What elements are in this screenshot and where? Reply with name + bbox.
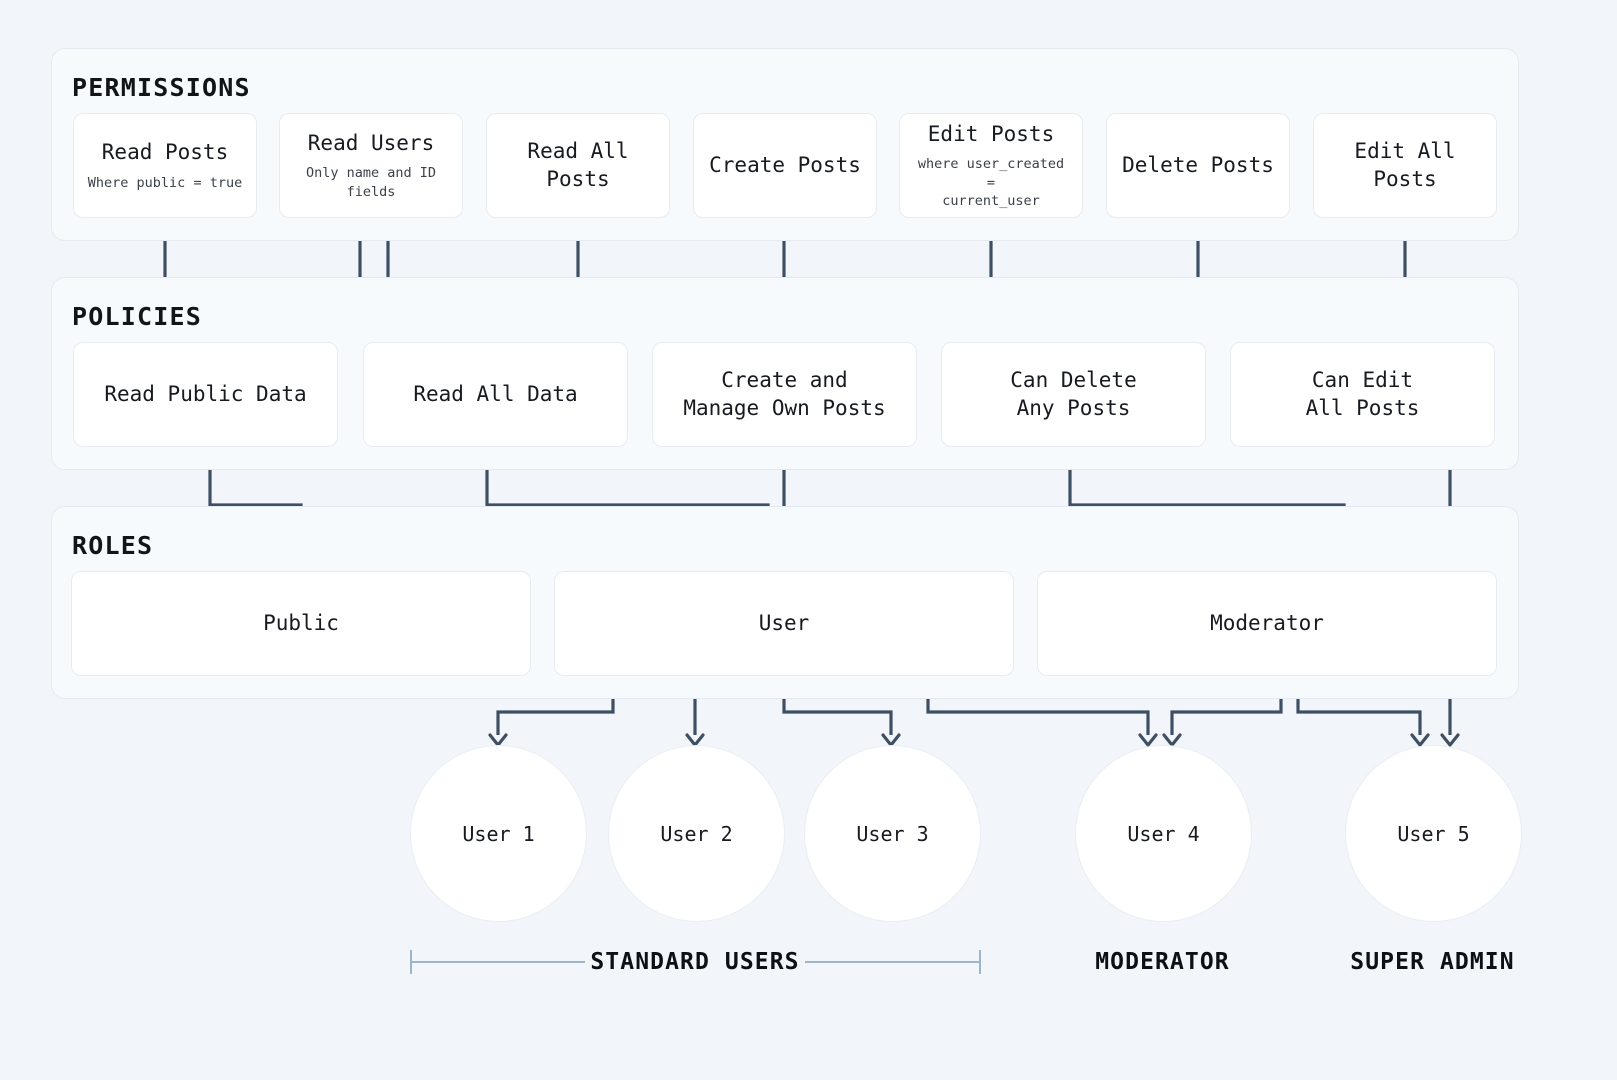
user-label: User 3 [856, 821, 929, 846]
permission-node-read-all-posts[interactable]: Read All Posts [486, 113, 670, 218]
policy-title: Read All Data [413, 381, 578, 406]
user-node-4[interactable]: User 4 [1075, 745, 1252, 922]
user-node-2[interactable]: User 2 [608, 745, 785, 922]
permission-title: Read All Posts [527, 139, 629, 191]
permission-title: Read Posts [101, 140, 229, 165]
permissions-section-title: PERMISSIONS [72, 73, 251, 102]
group-label-super-admin: SUPER ADMIN [1350, 949, 1515, 975]
permission-node-edit-all-posts[interactable]: Edit All Posts [1313, 113, 1497, 218]
group-label-moderator: MODERATOR [1095, 949, 1230, 975]
permission-title: Delete Posts [1122, 152, 1274, 177]
policy-title: Can Edit All Posts [1305, 368, 1420, 420]
permission-subtitle: Only name and ID fields [305, 165, 437, 200]
group-label-standard-users: STANDARD USERS [590, 949, 800, 975]
user-node-5[interactable]: User 5 [1345, 745, 1522, 922]
policies-section-title: POLICIES [72, 302, 203, 331]
policy-title: Read Public Data [104, 381, 307, 406]
role-node-user[interactable]: User [554, 571, 1014, 676]
user-node-3[interactable]: User 3 [804, 745, 981, 922]
role-node-moderator[interactable]: Moderator [1037, 571, 1497, 676]
permission-subtitle: where user_created = current_user [917, 156, 1065, 209]
user-label: User 4 [1127, 821, 1200, 846]
roles-section-title: ROLES [72, 531, 154, 560]
user-label: User 2 [660, 821, 733, 846]
policy-node-read-all-data[interactable]: Read All Data [363, 342, 628, 447]
standard-users-bracket-left-line [410, 961, 585, 963]
policy-node-can-delete-any-posts[interactable]: Can Delete Any Posts [941, 342, 1206, 447]
permission-node-edit-posts[interactable]: Edit Posts where user_created = current_… [899, 113, 1083, 218]
standard-users-bracket-right-cap [979, 950, 981, 974]
permission-node-read-users[interactable]: Read Users Only name and ID fields [279, 113, 463, 218]
permission-title: Edit All Posts [1354, 139, 1456, 191]
policy-node-can-edit-all-posts[interactable]: Can Edit All Posts [1230, 342, 1495, 447]
policy-title: Create and Manage Own Posts [683, 368, 886, 420]
policy-node-read-public-data[interactable]: Read Public Data [73, 342, 338, 447]
role-title: User [758, 610, 810, 635]
role-node-public[interactable]: Public [71, 571, 531, 676]
permission-node-read-posts[interactable]: Read Posts Where public = true [73, 113, 257, 218]
permission-node-create-posts[interactable]: Create Posts [693, 113, 877, 218]
permission-title: Create Posts [709, 152, 861, 177]
user-node-1[interactable]: User 1 [410, 745, 587, 922]
user-label: User 5 [1397, 821, 1470, 846]
user-label: User 1 [462, 821, 535, 846]
policy-node-create-manage-own-posts[interactable]: Create and Manage Own Posts [652, 342, 917, 447]
permission-subtitle: Where public = true [87, 174, 243, 191]
role-title: Moderator [1210, 610, 1324, 635]
permission-node-delete-posts[interactable]: Delete Posts [1106, 113, 1290, 218]
standard-users-bracket-right-line [805, 961, 980, 963]
policy-title: Can Delete Any Posts [1010, 368, 1137, 420]
permission-title: Edit Posts [927, 122, 1055, 147]
permission-title: Read Users [307, 131, 435, 156]
role-title: Public [263, 610, 339, 635]
